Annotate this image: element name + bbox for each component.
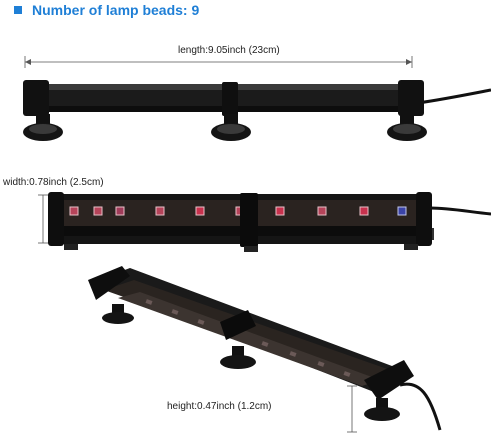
center-clip [220, 310, 256, 340]
led-bead [317, 206, 327, 216]
led-bead [171, 309, 179, 315]
led-bead [317, 361, 325, 367]
led-bead [93, 206, 103, 216]
power-cable [399, 382, 442, 431]
lamp-bar-front-view [48, 192, 491, 252]
led-beads [69, 206, 407, 216]
led-bead [145, 299, 153, 305]
header-bullet-icon [14, 6, 22, 14]
led-bead [275, 206, 285, 216]
led-bead [343, 371, 351, 377]
led-beads [145, 299, 351, 377]
end-cap-left [23, 80, 49, 116]
height-dimension-line [347, 385, 357, 433]
led-bead [69, 206, 79, 216]
suction-cup [211, 114, 251, 141]
end-cap-left [48, 192, 64, 246]
end-cap-left [88, 266, 130, 300]
width-label: width:0.78inch (2.5cm) [3, 177, 104, 188]
led-bead [197, 319, 205, 325]
end-cap-right [364, 360, 414, 400]
length-dimension-line [24, 56, 413, 68]
height-label: height:0.47inch (1.2cm) [167, 401, 272, 412]
led-bead [195, 206, 205, 216]
center-clip [240, 193, 258, 247]
led-bead [397, 206, 407, 216]
power-cable [429, 206, 491, 216]
suction-cup-stem [404, 244, 418, 250]
lamp-bar-perspective-view [88, 266, 442, 431]
header-title: Number of lamp beads: 9 [32, 2, 200, 18]
lamp-bar-top-view [23, 80, 491, 141]
suction-cup-stem [244, 246, 258, 252]
led-bead [359, 206, 369, 216]
suction-cup [102, 304, 134, 324]
led-bead [261, 341, 269, 347]
led-bead [155, 206, 165, 216]
end-cap-right [398, 80, 424, 116]
center-clip [222, 82, 238, 116]
suction-cup [220, 346, 256, 369]
width-dimension-line [38, 194, 48, 244]
suction-cup [23, 114, 63, 141]
suction-cup-stem [64, 244, 78, 250]
power-cable [417, 88, 491, 105]
led-bead [289, 351, 297, 357]
led-bead [115, 206, 125, 216]
length-label: length:9.05inch (23cm) [178, 45, 280, 56]
suction-cup [387, 114, 427, 141]
suction-cup [364, 398, 400, 421]
end-cap-right [416, 192, 432, 246]
header: Number of lamp beads: 9 [14, 2, 199, 18]
